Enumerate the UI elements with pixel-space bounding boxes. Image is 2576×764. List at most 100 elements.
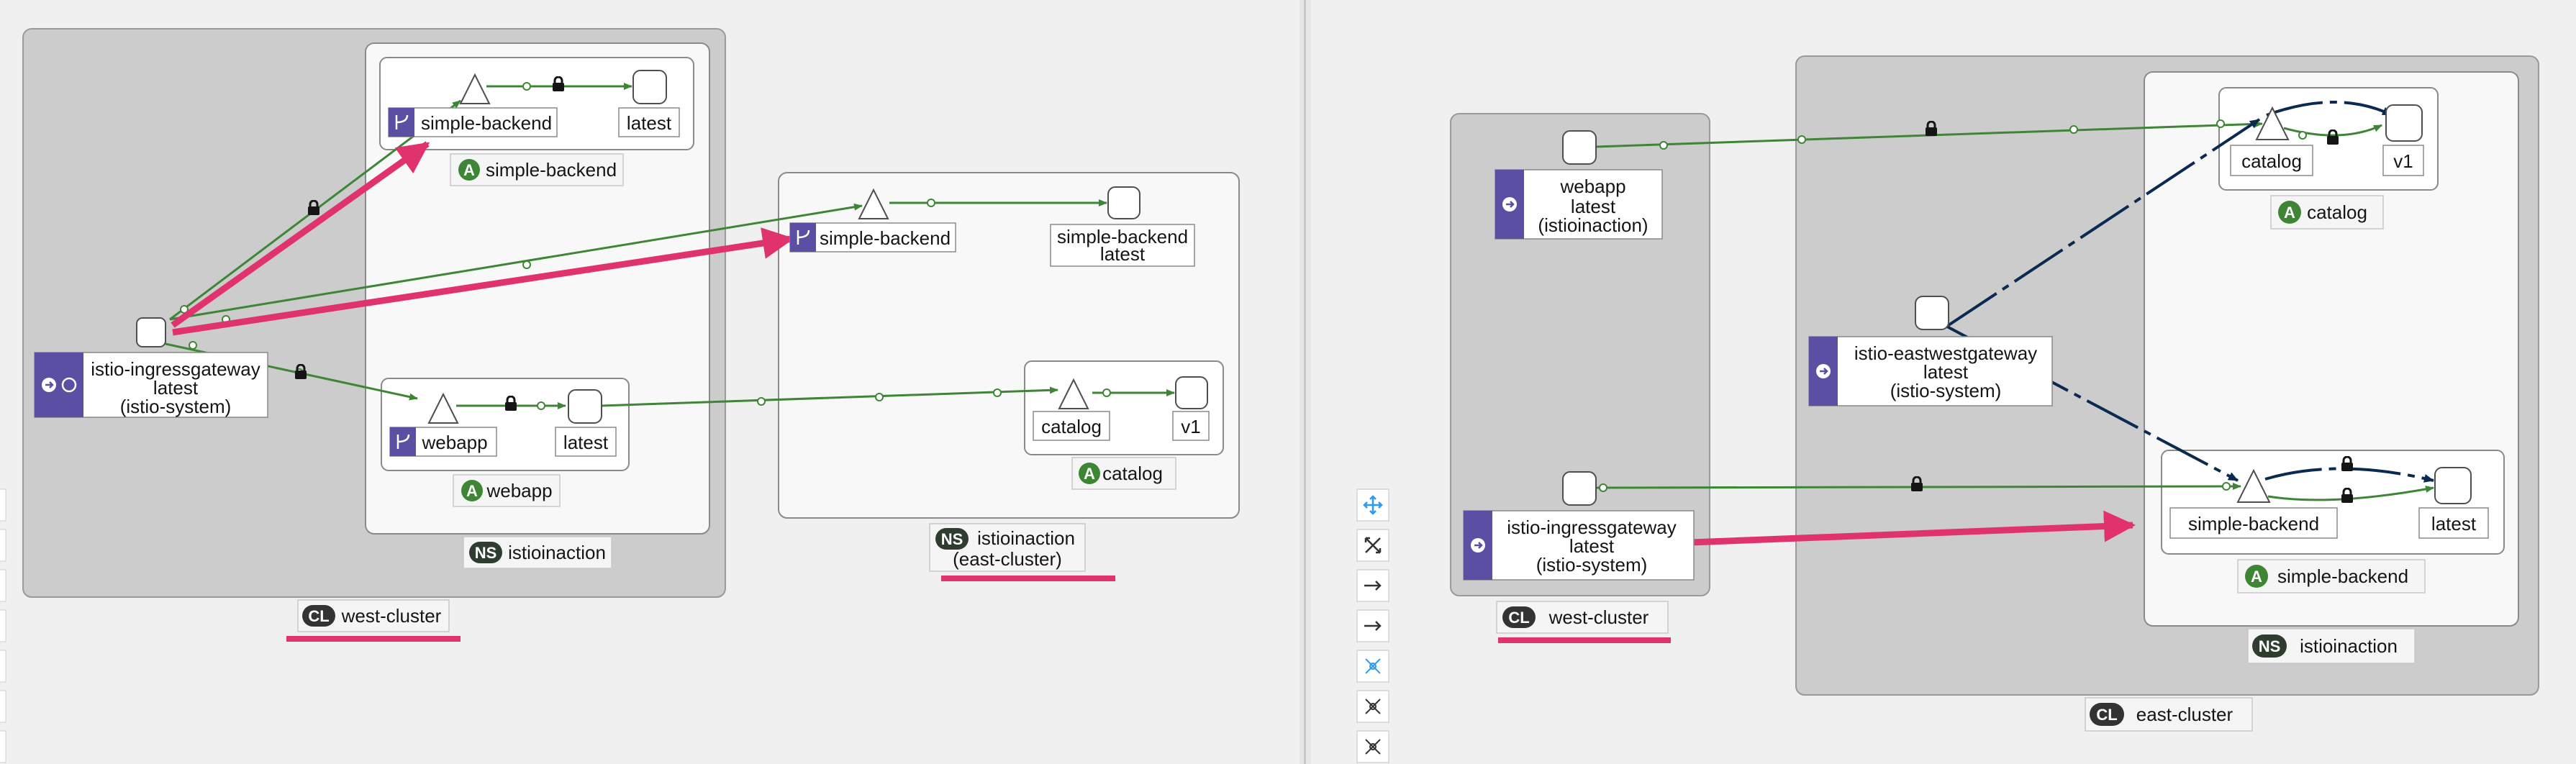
eastwest-gateway-label[interactable]: istio-eastwestgateway latest (istio-syst…: [1808, 336, 2053, 406]
app-badge-simple-backend[interactable]: A simple-backend: [450, 153, 624, 186]
svg-text:CL: CL: [308, 607, 329, 625]
app-badge-catalog[interactable]: A catalog: [1071, 457, 1176, 490]
svg-text:simple-backend: simple-backend: [486, 159, 617, 181]
svg-text:A: A: [466, 482, 478, 500]
svg-text:east-cluster: east-cluster: [2136, 704, 2233, 725]
gateway-icon: [61, 377, 77, 393]
svc-catalog-right-label[interactable]: catalog: [2230, 145, 2313, 176]
svg-text:NS: NS: [475, 544, 497, 562]
webapp-workload-label[interactable]: webapp latest (istioinaction): [1495, 169, 1663, 240]
layout-3-icon: [1365, 658, 1381, 674]
app-badge-simple-backend-right[interactable]: A simple-backend: [2237, 559, 2426, 594]
layout-2-icon: [1364, 621, 1382, 631]
node-svc-simple-backend-right[interactable]: [2236, 468, 2271, 503]
layout-1-icon: [1364, 581, 1382, 591]
namespace-badge-istioinaction[interactable]: NS istioinaction: [463, 536, 612, 569]
node-webapp-latest[interactable]: [568, 389, 602, 424]
edge-catalog-to-v1-navy[interactable]: [2266, 101, 2393, 117]
edge-sb-to-latest-green[interactable]: [2267, 486, 2434, 501]
layout-4-icon: [1365, 699, 1381, 714]
simple-backend-latest-label: latest: [618, 107, 680, 137]
svg-text:istioinaction: istioinaction: [977, 527, 1075, 549]
node-east-svc-simple-backend[interactable]: [858, 188, 889, 219]
pan-icon: [1363, 495, 1383, 515]
catalog-v1-right-label: v1: [2382, 145, 2424, 176]
svg-text:west-cluster: west-cluster: [1548, 606, 1649, 628]
svg-text:v1: v1: [1181, 416, 1200, 437]
node-catalog-v1[interactable]: [1175, 376, 1208, 409]
node-svc-catalog-right[interactable]: [2255, 106, 2290, 140]
svg-text:catalog: catalog: [2241, 150, 2302, 172]
svg-text:catalog: catalog: [2307, 201, 2367, 223]
node-simple-backend-latest[interactable]: [632, 70, 667, 104]
svg-text:A: A: [463, 161, 475, 179]
svg-text:istioinaction: istioinaction: [508, 542, 606, 563]
svc-catalog-label[interactable]: catalog: [1033, 411, 1110, 441]
cluster-badge-west-right[interactable]: CL west-cluster: [1496, 601, 1669, 634]
svg-text:latest: latest: [563, 432, 609, 453]
svg-text:CL: CL: [2096, 706, 2117, 724]
svc-simple-backend-right-label[interactable]: simple-backend: [2169, 507, 2338, 539]
webapp-latest-label: latest: [555, 427, 617, 457]
left-highlight-arrows: [171, 141, 794, 336]
virtual-service-icon: [395, 114, 409, 129]
right-highlight-arrow: [1690, 510, 2136, 546]
simple-backend-latest-right-label: latest: [2418, 507, 2489, 539]
node-east-simple-backend-latest[interactable]: [1107, 186, 1140, 219]
gateway-label[interactable]: istio-ingressgateway latest (istio-syste…: [34, 352, 268, 418]
svg-text:istioinaction: istioinaction: [2300, 635, 2398, 657]
svg-text:simple-backend: simple-backend: [1057, 226, 1188, 247]
svg-text:v1: v1: [2393, 150, 2413, 172]
svg-text:webapp: webapp: [421, 432, 487, 453]
svg-text:istio-eastwestgateway: istio-eastwestgateway: [1854, 342, 2037, 364]
east-svc-simple-backend-label[interactable]: simple-backend: [789, 222, 956, 253]
node-svc-simple-backend[interactable]: [459, 73, 491, 104]
virtual-service-icon: [396, 434, 410, 449]
svg-text:catalog: catalog: [1041, 416, 1102, 437]
virtual-service-icon: [797, 229, 810, 245]
svg-text:webapp: webapp: [1559, 176, 1625, 197]
layout-5-icon: [1365, 739, 1381, 755]
svg-text:(east-cluster): (east-cluster): [953, 548, 1062, 570]
ingress-gateway-label[interactable]: istio-ingressgateway latest (istio-syste…: [1463, 510, 1695, 581]
svg-text:(istio-system): (istio-system): [1536, 554, 1648, 576]
left-toolbar-edge: [0, 488, 6, 763]
namespace-badge-east[interactable]: NS istioinaction (east-cluster): [929, 523, 1086, 572]
svg-text:latest: latest: [153, 377, 199, 399]
svg-text:west-cluster: west-cluster: [341, 605, 442, 627]
cluster-badge-east[interactable]: CL east-cluster: [2085, 697, 2253, 732]
svg-text:CL: CL: [1508, 609, 1529, 627]
edge-gw-to-east-sb[interactable]: [169, 203, 863, 321]
node-webapp[interactable]: [1562, 130, 1597, 165]
underline-west-cluster-right: [1498, 637, 1671, 643]
svc-simple-backend-label[interactable]: simple-backend: [388, 107, 558, 137]
node-svc-catalog[interactable]: [1058, 378, 1089, 409]
app-badge-webapp[interactable]: A webapp: [453, 474, 561, 507]
node-svc-webapp[interactable]: [427, 392, 459, 424]
svg-text:(istio-system): (istio-system): [120, 396, 232, 417]
svg-text:latest: latest: [2431, 513, 2477, 535]
underline-west-cluster: [286, 636, 461, 642]
node-catalog-v1-right[interactable]: [2385, 104, 2423, 142]
svg-text:(istio-system): (istio-system): [1890, 380, 2002, 401]
svg-text:istio-ingressgateway: istio-ingressgateway: [1507, 517, 1677, 538]
node-eastwest[interactable]: [1915, 296, 1949, 330]
node-simple-backend-latest-right[interactable]: [2434, 467, 2472, 504]
edge-webapp-to-catalog[interactable]: [601, 386, 1058, 407]
svg-text:latest: latest: [627, 112, 672, 134]
svg-text:latest: latest: [1100, 243, 1146, 265]
graph-toolbar: [1356, 488, 1389, 763]
node-ingress[interactable]: [1562, 471, 1597, 506]
svg-text:simple-backend: simple-backend: [2188, 513, 2319, 535]
edge-eastwest-to-catalog[interactable]: [1947, 118, 2261, 327]
svc-webapp-label[interactable]: webapp: [389, 427, 497, 457]
svg-text:latest: latest: [1923, 361, 1969, 383]
node-gateway-shape[interactable]: [136, 317, 166, 347]
svg-text:A: A: [2251, 568, 2262, 586]
cluster-badge-west[interactable]: CL west-cluster: [297, 599, 450, 632]
svg-text:(istioinaction): (istioinaction): [1538, 214, 1648, 236]
svg-text:istio-ingressgateway: istio-ingressgateway: [91, 358, 260, 380]
namespace-badge-istioinaction-right[interactable]: NS istioinaction: [2247, 628, 2416, 664]
app-badge-catalog-right[interactable]: A catalog: [2270, 195, 2384, 229]
